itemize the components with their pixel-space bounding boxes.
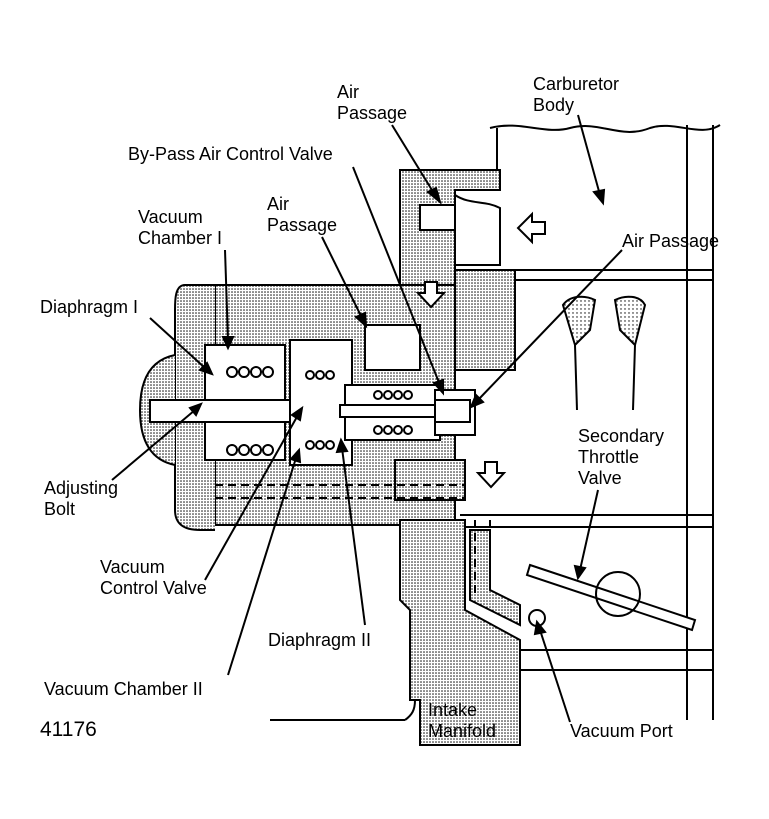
label-line: Bolt [44,499,76,519]
label-intake-manifold: Intake Manifold [428,700,496,742]
springs [226,366,413,456]
label-line: Carburetor [533,74,620,94]
label-line: Valve [578,468,622,488]
lower-base [215,484,546,746]
label-vacuum-chamber-2: Vacuum Chamber II [44,679,203,699]
label-air-passage-mid: Air Passage [267,194,337,236]
label-vacuum-chamber-1: Vacuum Chamber I [138,207,222,249]
label-carburetor-body: Carburetor Body [533,74,619,116]
label-line: Air [337,82,359,102]
label-line: Vacuum [138,207,203,227]
label-line: Throttle [578,447,640,467]
label-line: Vacuum [100,557,165,577]
label-bypass-valve: By-Pass Air Control Valve [128,144,333,164]
label-line: Intake [428,700,478,720]
label-line: Air [267,194,289,214]
label-adjusting-bolt: Adjusting Bolt [44,478,118,520]
figure-number: 41176 [40,718,97,741]
label-line: Passage [337,103,408,123]
label-air-passage-top: Air Passage [337,82,407,124]
label-diaphragm-1: Diaphragm I [40,297,139,317]
label-secondary-throttle: Secondary Throttle Valve [578,426,664,489]
label-line: Secondary [578,426,665,446]
label-diaphragm-2: Diaphragm II [268,630,372,650]
label-vacuum-control-valve: Vacuum Control Valve [100,557,207,599]
leader-lines [111,114,623,723]
label-line: Control Valve [100,578,207,598]
flow-arrows [415,211,546,489]
label-line: Passage [267,215,338,235]
throttle-plate [525,563,697,632]
label-line: Body [533,95,575,115]
label-line: Manifold [428,721,497,741]
label-line: Chamber I [138,228,223,248]
label-line: Adjusting [44,478,119,498]
label-air-passage-right: Air Passage [622,231,720,251]
venturi [561,295,647,411]
label-vacuum-port: Vacuum Port [570,721,673,741]
valve-shaft [149,399,471,423]
